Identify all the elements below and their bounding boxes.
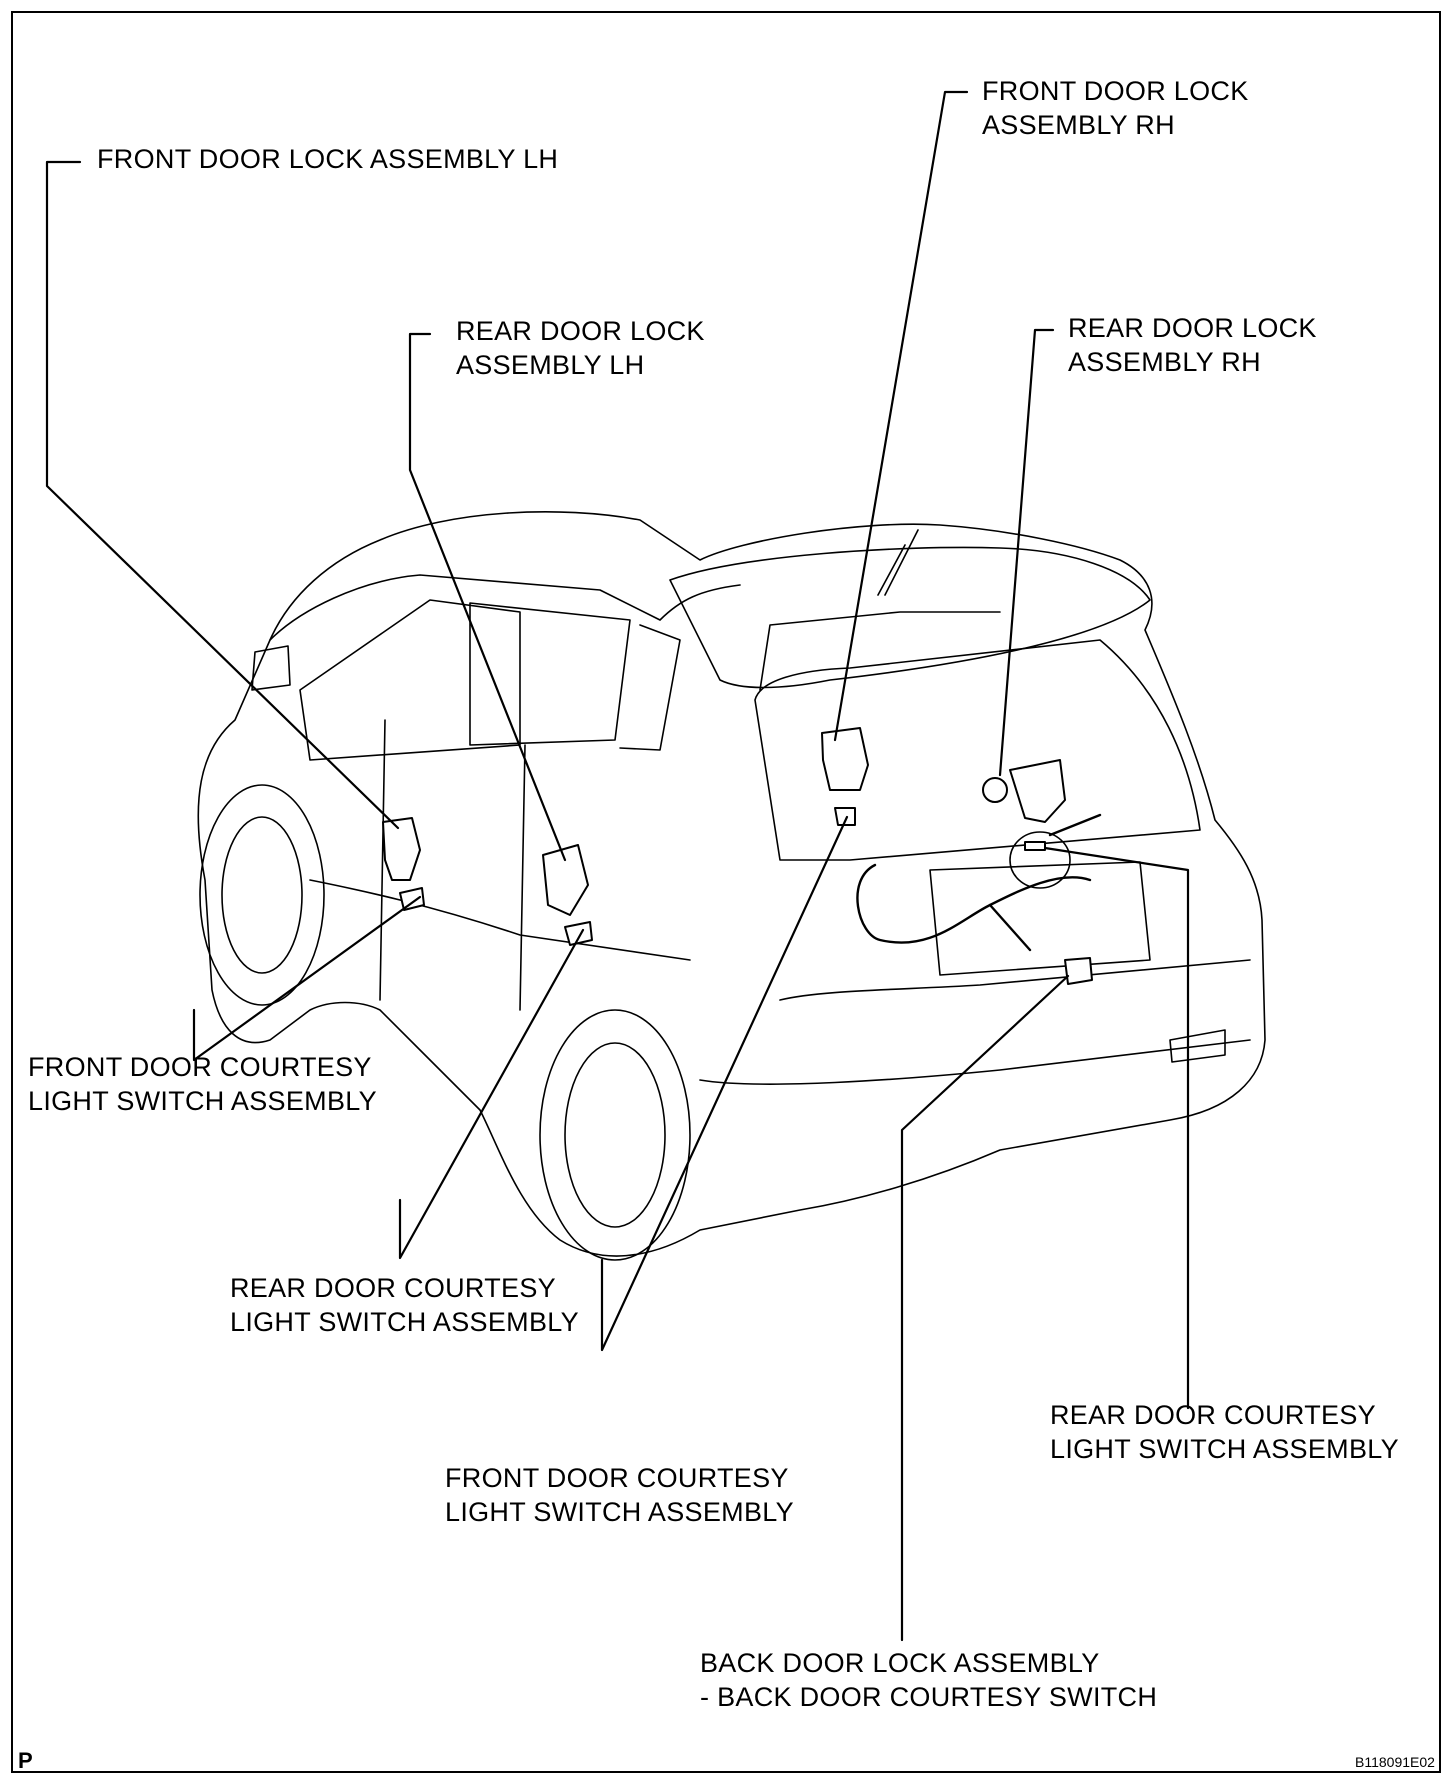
label-front-door-lock-lh: FRONT DOOR LOCK ASSEMBLY LH xyxy=(97,144,559,174)
leader-rear-courtesy-right xyxy=(1043,846,1190,1410)
label-rear-door-lock-rh: REAR DOOR LOCK ASSEMBLY RH xyxy=(1068,313,1317,377)
label-back-door-lock-assembly: BACK DOOR LOCK ASSEMBLY - BACK DOOR COUR… xyxy=(700,1648,1158,1712)
leader-front-lock-lh xyxy=(45,160,400,830)
component-parts xyxy=(382,727,1093,985)
label-rear-door-courtesy-switch-left: REAR DOOR COURTESY LIGHT SWITCH ASSEMBLY xyxy=(230,1273,579,1337)
label-front-door-courtesy-switch-left: FRONT DOOR COURTESY LIGHT SWITCH ASSEMBL… xyxy=(28,1052,377,1116)
vehicle-body xyxy=(197,511,1266,1261)
leader-rear-courtesy-left xyxy=(398,928,585,1260)
corner-mark: P xyxy=(18,1748,33,1773)
leader-front-courtesy-right xyxy=(600,815,849,1352)
leader-back-lock xyxy=(900,974,1070,1642)
label-rear-door-lock-lh: REAR DOOR LOCK ASSEMBLY LH xyxy=(456,316,705,380)
figure-code: B118091E02 xyxy=(1355,1754,1435,1770)
label-rear-door-courtesy-switch-right: REAR DOOR COURTESY LIGHT SWITCH ASSEMBLY xyxy=(1050,1400,1399,1464)
leader-lines xyxy=(45,90,1190,1642)
leader-rear-lock-rh xyxy=(998,328,1055,777)
figure-frame xyxy=(11,11,1441,1773)
leader-front-courtesy-left xyxy=(192,895,422,1062)
leader-rear-lock-lh xyxy=(408,332,567,862)
label-front-door-lock-rh: FRONT DOOR LOCK ASSEMBLY RH xyxy=(982,76,1249,140)
label-front-door-courtesy-switch-right: FRONT DOOR COURTESY LIGHT SWITCH ASSEMBL… xyxy=(445,1463,794,1527)
leader-front-lock-rh xyxy=(833,90,969,742)
